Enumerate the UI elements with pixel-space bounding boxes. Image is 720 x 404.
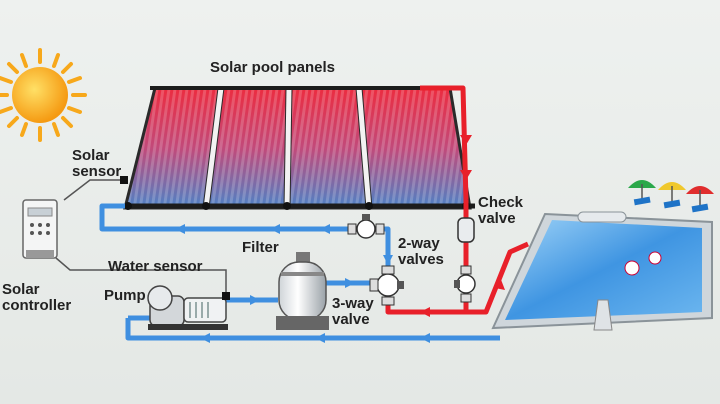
umbrella-icon xyxy=(658,182,686,209)
umbrella-icon xyxy=(686,186,714,213)
label-solar-pool-panels: Solar pool panels xyxy=(210,59,336,76)
flow-arrows-cold xyxy=(175,224,430,343)
label-solar-controller-line2: controller xyxy=(2,297,72,314)
solar-panels xyxy=(120,86,475,210)
sun-icon xyxy=(0,48,87,142)
check-valve-icon xyxy=(457,217,475,243)
label-check-valve-line1: Check xyxy=(478,194,524,211)
label-two-way-valves: 2-way valves xyxy=(398,236,444,268)
two-way-valve-icon xyxy=(347,214,385,239)
filter-icon xyxy=(276,252,329,330)
pool xyxy=(491,211,713,331)
label-three-way-line2: valve xyxy=(332,311,370,328)
label-solar-sensor-line2: sensor xyxy=(72,163,122,180)
two-way-valve-icon xyxy=(454,265,476,303)
three-way-valve-icon xyxy=(369,265,404,306)
label-two-way-line2: valves xyxy=(398,251,444,268)
sensor-wires xyxy=(55,179,227,292)
label-two-way-line1: 2-way xyxy=(398,235,440,252)
label-water-sensor: Water sensor xyxy=(108,258,203,275)
sensor-icon xyxy=(120,176,230,300)
label-pump: Pump xyxy=(104,287,146,304)
label-check-valve: Check valve xyxy=(478,195,523,227)
umbrella-icon xyxy=(628,180,656,206)
label-filter: Filter xyxy=(242,239,279,256)
label-solar-sensor-line1: Solar xyxy=(72,147,110,164)
label-three-way-valve: 3-way valve xyxy=(332,296,374,328)
controller-icon xyxy=(22,199,58,259)
label-check-valve-line2: valve xyxy=(478,210,516,227)
label-solar-sensor: Solar sensor xyxy=(72,148,121,180)
label-solar-controller-line1: Solar xyxy=(2,281,40,298)
pump-icon xyxy=(147,285,228,330)
label-three-way-line1: 3-way xyxy=(332,295,374,312)
flow-arrows-hot xyxy=(420,135,505,317)
label-solar-controller: Solar controller xyxy=(2,282,71,314)
